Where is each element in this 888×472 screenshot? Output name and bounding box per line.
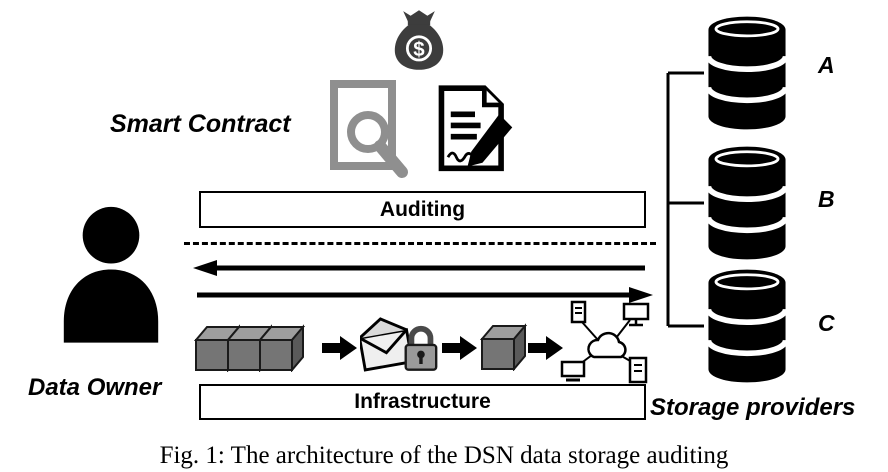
auditing-box-label: Auditing (379, 197, 466, 221)
auditing-box: Auditing (199, 191, 646, 228)
smart-contract-label: Smart Contract (110, 110, 291, 138)
storage-node-b-label: B (818, 186, 835, 212)
storage-node-c-label: C (818, 310, 835, 336)
magnifier-icon (347, 111, 389, 153)
data-blocks-icon (194, 318, 316, 372)
money-bag-icon: $ (392, 8, 446, 72)
pipeline-arrow-icon (442, 334, 478, 362)
signature-squiggle (446, 151, 474, 163)
storage-bracket-line (658, 60, 704, 340)
database-cylinder-icon (700, 265, 794, 387)
infrastructure-box-label: Infrastructure (354, 390, 491, 413)
audit-search-document-icon (326, 80, 418, 180)
storage-providers-label: Storage providers (650, 394, 856, 421)
figure-caption: Fig. 1: The architecture of the DSN data… (159, 442, 729, 469)
signed-contract-icon (434, 82, 516, 182)
desktop-node-icon (560, 360, 586, 378)
dashed-separator-line (184, 242, 656, 245)
arrow-right-icon (193, 286, 653, 304)
lock-shackle (408, 325, 434, 345)
data-owner-label: Data Owner (28, 374, 162, 401)
data-owner-person-icon (52, 203, 170, 343)
database-cylinder-icon (700, 12, 794, 134)
encryption-envelope-lock-icon (360, 310, 440, 378)
arrow-left-icon (193, 259, 649, 277)
monitor-node-icon (622, 302, 650, 321)
cloud-icon (587, 331, 627, 359)
dollar-symbol: $ (413, 38, 425, 61)
pipeline-arrow-icon (528, 334, 564, 362)
encrypted-block-icon (480, 317, 528, 371)
dsn-network-cloud-icon (558, 300, 654, 390)
database-cylinder-icon (700, 142, 794, 264)
infrastructure-box: Infrastructure (199, 384, 646, 420)
pen-icon (467, 114, 513, 167)
pipeline-arrow-icon (322, 334, 358, 362)
storage-node-a-label: A (818, 52, 835, 78)
